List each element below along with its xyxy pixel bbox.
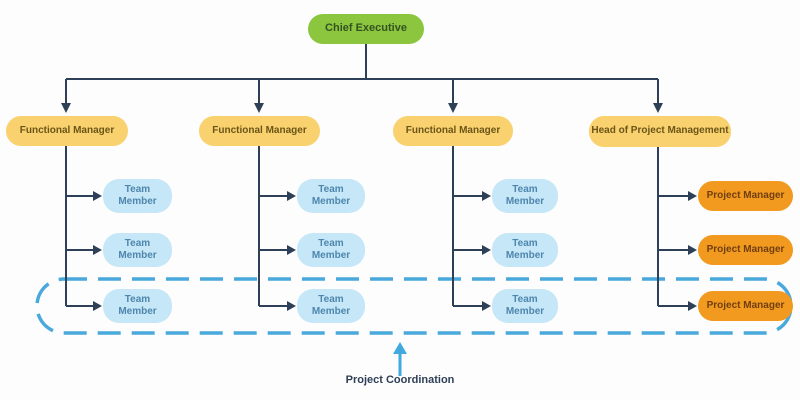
node-team-member: Team Member <box>492 289 558 323</box>
node-project-manager: Project Manager <box>698 291 793 321</box>
column-trunks <box>65 146 659 306</box>
arrowhead-right-icon <box>688 301 697 311</box>
node-team-member: Team Member <box>297 233 365 267</box>
arrowhead-down-icon <box>254 103 264 113</box>
node-team-member: Team Member <box>103 289 172 323</box>
arrowhead-right-icon <box>93 301 102 311</box>
arrowhead-right-icon <box>287 191 296 201</box>
node-chief-executive: Chief Executive <box>308 14 424 44</box>
node-team-member: Team Member <box>492 233 558 267</box>
tree-connector <box>65 44 659 104</box>
arrowhead-up-icon <box>393 342 407 354</box>
arrowhead-right-icon <box>482 301 491 311</box>
node-functional-manager-1: Functional Manager <box>6 116 128 146</box>
node-functional-manager-2: Functional Manager <box>199 116 320 146</box>
project-coordination-label: Project Coordination <box>345 374 455 386</box>
project-coordination-boundary <box>35 277 793 335</box>
arrowhead-down-icon <box>448 103 458 113</box>
node-team-member: Team Member <box>103 233 172 267</box>
node-team-member: Team Member <box>492 179 558 213</box>
arrowhead-right-icon <box>93 245 102 255</box>
node-project-manager: Project Manager <box>698 235 793 265</box>
arrowhead-right-icon <box>287 301 296 311</box>
arrowhead-right-icon <box>482 245 491 255</box>
arrowhead-right-icon <box>688 191 697 201</box>
arrowhead-right-icon <box>93 191 102 201</box>
node-team-member: Team Member <box>297 289 365 323</box>
node-project-manager: Project Manager <box>698 181 793 211</box>
arrowhead-right-icon <box>287 245 296 255</box>
arrowhead-down-icon <box>61 103 71 113</box>
arrowhead-right-icon <box>688 245 697 255</box>
arrowhead-right-icon <box>482 191 491 201</box>
node-functional-manager-3: Functional Manager <box>393 116 513 146</box>
node-head-of-project-management: Head of Project Management <box>589 116 731 147</box>
branch-connectors <box>66 195 689 307</box>
node-team-member: Team Member <box>297 179 365 213</box>
arrowhead-down-icon <box>653 103 663 113</box>
node-team-member: Team Member <box>103 179 172 213</box>
